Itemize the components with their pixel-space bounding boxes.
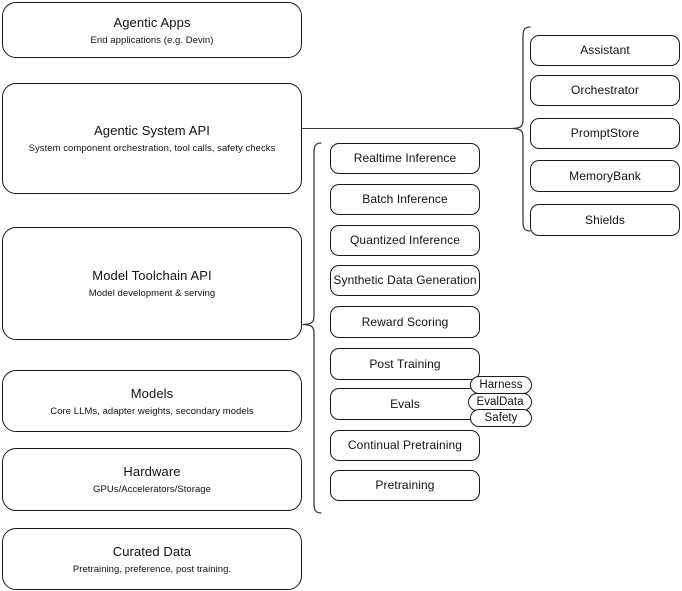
toolchain-post-training[interactable]: Post Training [330, 348, 480, 380]
toolchain-evals[interactable]: Evals [330, 388, 480, 420]
chip-label: PromptStore [570, 126, 640, 140]
chip-label: Evals [390, 396, 420, 411]
chip-label: Quantized Inference [350, 233, 460, 247]
chip-label: Reward Scoring [361, 314, 449, 329]
eval-pill-harness[interactable]: Harness [470, 376, 532, 394]
toolchain-synthetic-data-generation[interactable]: Synthetic Data Generation [330, 265, 480, 296]
chip-label: MemoryBank [569, 168, 641, 183]
chip-label: Realtime Inference [353, 151, 457, 165]
layer-agentic-apps[interactable]: Agentic Apps End applications (e.g. Devi… [2, 2, 302, 58]
brace-system-components [512, 26, 531, 232]
layer-curated-data[interactable]: Curated Data Pretraining, preference, po… [2, 528, 302, 590]
pill-label: EvalData [476, 396, 524, 408]
layer-title: Curated Data [112, 543, 192, 559]
toolchain-realtime-inference[interactable]: Realtime Inference [330, 143, 480, 174]
chip-label: Synthetic Data Generation [333, 273, 477, 287]
layer-subtitle: System component orchestration, tool cal… [28, 143, 276, 154]
chip-label: Batch Inference [362, 192, 448, 206]
layer-subtitle: Core LLMs, adapter weights, secondary mo… [50, 405, 254, 417]
eval-pill-evaldata[interactable]: EvalData [468, 393, 532, 411]
layer-title: Model Toolchain API [92, 268, 212, 283]
component-orchestrator[interactable]: Orchestrator [530, 75, 680, 106]
chip-label: Shields [584, 212, 626, 227]
layer-subtitle: Pretraining, preference, post training. [72, 563, 232, 575]
layer-subtitle: GPUs/Accelerators/Storage [93, 484, 211, 495]
toolchain-continual-pretraining[interactable]: Continual Pretraining [330, 430, 480, 461]
eval-pill-safety[interactable]: Safety [470, 409, 532, 427]
toolchain-pretraining[interactable]: Pretraining [330, 470, 480, 501]
component-assistant[interactable]: Assistant [530, 35, 680, 66]
chip-label: Post Training [369, 356, 441, 371]
component-promptstore[interactable]: PromptStore [530, 118, 680, 149]
layer-title: Agentic Apps [113, 14, 191, 30]
chip-label: Continual Pretraining [347, 438, 463, 452]
brace-toolchain-components [302, 142, 322, 514]
layer-title: Models [130, 385, 174, 401]
layer-title: Agentic System API [94, 123, 210, 138]
component-shields[interactable]: Shields [530, 204, 680, 236]
layer-models[interactable]: Models Core LLMs, adapter weights, secon… [2, 370, 302, 432]
pill-label: Safety [484, 412, 518, 424]
layer-agentic-system-api[interactable]: Agentic System API System component orch… [2, 83, 302, 194]
connector-system-api-to-components [302, 128, 518, 130]
toolchain-quantized-inference[interactable]: Quantized Inference [330, 225, 480, 256]
pill-label: Harness [479, 379, 523, 391]
chip-label: Pretraining [375, 478, 435, 492]
layer-model-toolchain-api[interactable]: Model Toolchain API Model development & … [2, 227, 302, 340]
chip-label: Orchestrator [571, 83, 639, 97]
toolchain-reward-scoring[interactable]: Reward Scoring [330, 306, 480, 338]
layer-title: Hardware [123, 464, 181, 479]
layer-hardware[interactable]: Hardware GPUs/Accelerators/Storage [2, 448, 302, 511]
component-memorybank[interactable]: MemoryBank [530, 160, 680, 192]
toolchain-batch-inference[interactable]: Batch Inference [330, 184, 480, 215]
layer-subtitle: Model development & serving [88, 288, 216, 299]
layer-subtitle: End applications (e.g. Devin) [90, 34, 214, 46]
chip-label: Assistant [580, 43, 630, 57]
